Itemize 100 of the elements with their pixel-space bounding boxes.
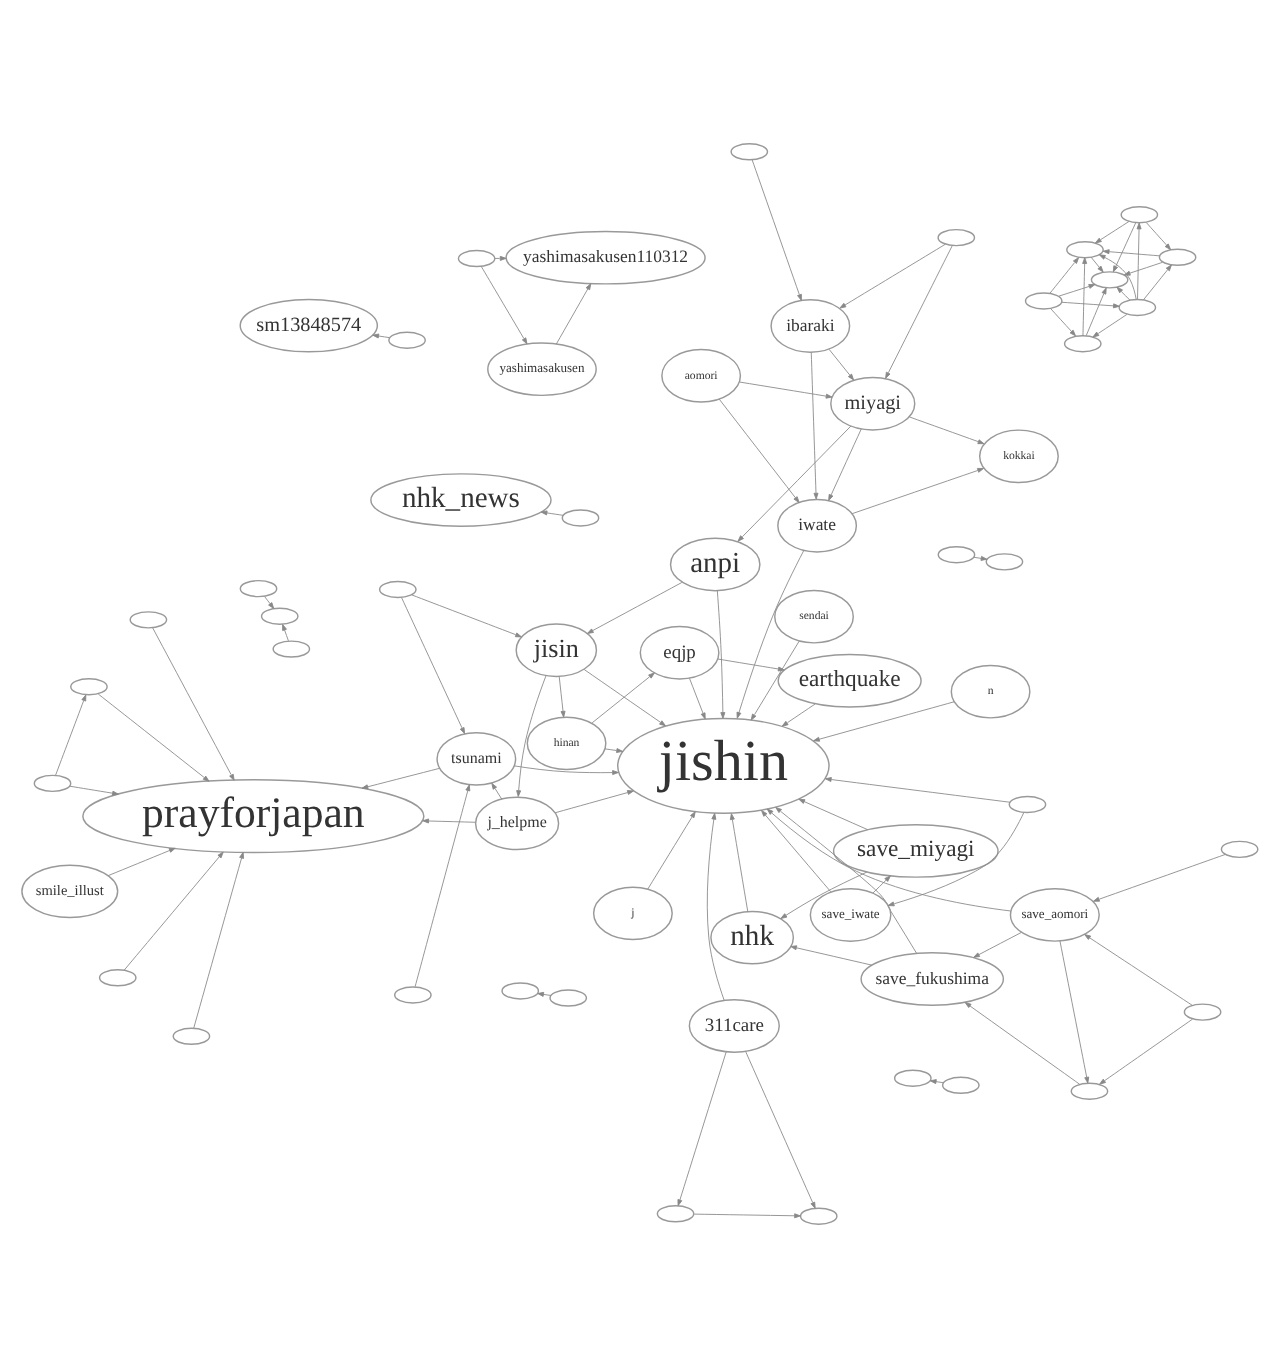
arrow (1099, 1018, 1193, 1085)
arrow (554, 790, 634, 814)
arrow (411, 594, 522, 638)
arrow (1143, 264, 1172, 301)
arrow (885, 245, 953, 379)
arrow (887, 812, 1025, 907)
arrow (729, 813, 749, 912)
arrow (839, 243, 946, 309)
node-ellipse: 311care (688, 999, 780, 1053)
arrow (761, 810, 832, 893)
arrow (1145, 222, 1172, 250)
arrow (677, 1051, 727, 1207)
arrow (973, 932, 1022, 958)
arrow (480, 266, 528, 345)
arrow (750, 640, 800, 721)
node-ellipse (1118, 298, 1157, 317)
arrow (1082, 257, 1088, 337)
node-ellipse (260, 607, 299, 625)
arrow (813, 701, 955, 742)
arrow (973, 555, 988, 561)
arrow (766, 808, 1011, 912)
arrow (1085, 287, 1107, 336)
arrow (718, 398, 800, 503)
arrow (55, 694, 87, 776)
arrow (736, 550, 805, 719)
arrow (1084, 934, 1193, 1006)
node-ellipse (549, 989, 588, 1007)
arrow (591, 672, 655, 724)
arrow (494, 255, 507, 261)
node-ellipse (1220, 840, 1259, 859)
node-ellipse (937, 228, 976, 247)
arrow (401, 597, 466, 734)
node-ellipse (1120, 206, 1159, 224)
arrow (780, 871, 868, 919)
node-ellipse (730, 143, 769, 161)
arrow (810, 352, 819, 500)
node-ellipse (457, 249, 496, 268)
arrow (781, 703, 816, 727)
node-ellipse (1070, 1082, 1109, 1100)
arrow (1123, 261, 1163, 276)
node-ellipse (272, 640, 311, 658)
node-ellipse (388, 331, 426, 349)
arrow (739, 381, 833, 399)
arrow (1116, 286, 1131, 301)
arrow (123, 851, 224, 971)
arrow (737, 425, 852, 542)
arrow (537, 991, 552, 997)
arrow (717, 658, 785, 672)
arrow (491, 782, 503, 800)
node-ellipse (98, 969, 137, 987)
arrow (1093, 854, 1226, 902)
arrow (964, 1002, 1081, 1085)
arrow (1049, 257, 1080, 294)
node-ellipse (1063, 335, 1102, 353)
node-ellipse (941, 1076, 980, 1095)
arrow (1112, 222, 1137, 273)
node-ellipse (1183, 1003, 1222, 1021)
arrow (282, 624, 289, 642)
arrow (716, 590, 726, 719)
arrow (583, 669, 666, 727)
arrow (824, 777, 1011, 803)
arrow (706, 812, 725, 1001)
arrow (647, 811, 696, 890)
arrow (1059, 940, 1090, 1084)
node-ellipse (799, 1207, 838, 1225)
node-ellipse (1024, 292, 1063, 310)
node-ellipse (378, 580, 417, 599)
arrow (775, 806, 918, 954)
node-ellipse (561, 509, 600, 527)
node-ellipse (239, 579, 278, 598)
arrow (745, 1051, 816, 1209)
arrow (790, 945, 873, 966)
arrow (798, 798, 869, 831)
arrow (1050, 308, 1076, 337)
arrow (97, 693, 210, 782)
arrow (693, 1213, 801, 1219)
arrow (1102, 249, 1160, 257)
arrow (1095, 221, 1130, 244)
arrow (1090, 256, 1104, 273)
arrow (828, 428, 862, 501)
arrow (1058, 284, 1096, 297)
arrow (751, 159, 802, 301)
node-ellipse (501, 982, 540, 1000)
arrow (872, 875, 891, 894)
node-ellipse: yashimasakusen110312 (505, 230, 706, 285)
node-ellipse (937, 545, 976, 564)
arrow (152, 627, 235, 781)
node-ellipse (172, 1027, 211, 1046)
arrow (372, 333, 390, 339)
node-ellipse (1158, 248, 1197, 267)
arrow (414, 784, 471, 988)
node-ellipse (393, 986, 432, 1004)
arrow (604, 748, 623, 753)
arrow (1092, 314, 1128, 338)
node-ellipse: tsunami (436, 731, 517, 786)
arrow (107, 847, 176, 877)
arrow (514, 765, 619, 776)
node-ellipse (656, 1205, 695, 1223)
arrow (264, 596, 275, 609)
arrow (586, 582, 683, 634)
